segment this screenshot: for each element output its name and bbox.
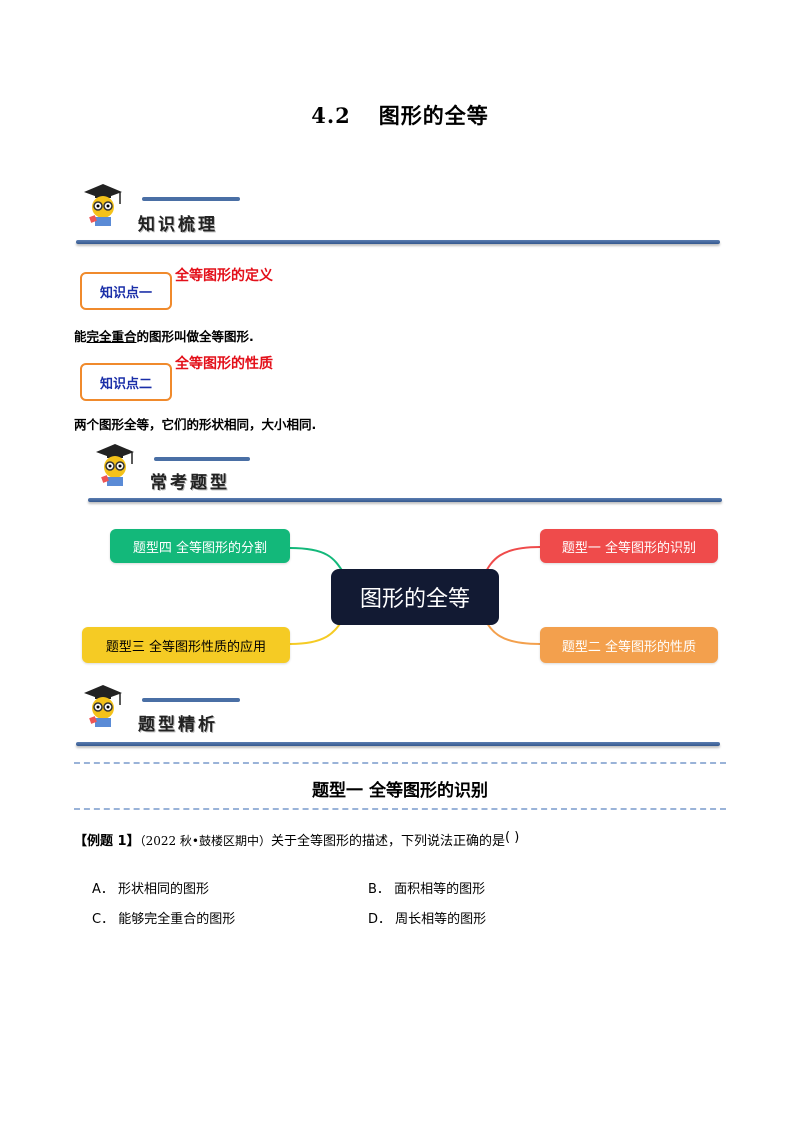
option-text: 能够完全重合的图形 (118, 912, 236, 927)
example-text: 关于全等图形的描述，下列说法正确的是 (271, 834, 506, 849)
section-divider (76, 240, 720, 244)
knowledge-point-badge: 知识点二 (80, 363, 172, 401)
mindmap-node-type-2: 题型二 全等图形的性质 (540, 627, 718, 663)
mindmap-node-type-1: 题型一 全等图形的识别 (540, 529, 718, 563)
option-b: B． 面积相等的图形 (368, 878, 485, 897)
knowledge-point-heading: 全等图形的性质 (175, 356, 273, 372)
dashed-divider (74, 808, 726, 810)
title-text: 图形的全等 (378, 103, 489, 128)
mindmap-node-type-3: 题型三 全等图形性质的应用 (82, 627, 290, 663)
knowledge-point-text: 两个图形全等，它们的形状相同，大小相同. (74, 417, 317, 432)
text-segment: 能 (74, 329, 87, 344)
knowledge-point-badge: 知识点一 (80, 272, 172, 310)
option-text: 形状相同的图形 (118, 882, 210, 897)
example-label: 【例题 1】 (74, 834, 140, 849)
option-letter: B． (368, 882, 390, 897)
knowledge-point-heading: 全等图形的定义 (175, 268, 273, 284)
mascot-icon (92, 440, 138, 490)
option-letter: D． (368, 912, 392, 927)
answer-blank: ( ) (505, 830, 520, 845)
dashed-divider (74, 762, 726, 764)
section-accent (142, 197, 240, 201)
section-number: 4.2 (311, 103, 351, 128)
section-heading-analysis: 题型精析 (138, 715, 218, 735)
example-source: （2022 秋•鼓楼区期中） (139, 834, 272, 848)
example-question: 【例题 1】（2022 秋•鼓楼区期中）关于全等图形的描述，下列说法正确的是( … (74, 830, 519, 849)
option-letter: C． (92, 912, 115, 927)
option-letter: A． (92, 882, 114, 897)
option-d: D． 周长相等的图形 (368, 908, 486, 927)
section-accent (154, 457, 250, 461)
option-a: A． 形状相同的图形 (92, 878, 209, 897)
option-text: 周长相等的图形 (395, 912, 487, 927)
text-segment: 的图形叫做全等图形. (136, 329, 254, 344)
section-divider (88, 498, 722, 502)
mindmap-center: 图形的全等 (331, 569, 499, 625)
section-accent (142, 698, 240, 702)
section-heading-common: 常考题型 (150, 473, 230, 493)
page-title: 4.2 图形的全等 (0, 100, 800, 130)
option-c: C． 能够完全重合的图形 (92, 908, 235, 927)
question-type-title: 题型一 全等图形的识别 (312, 781, 488, 801)
knowledge-point-text: 能完全重合的图形叫做全等图形. (74, 326, 254, 345)
underlined-text: 完全重合 (86, 329, 137, 344)
section-divider (76, 742, 720, 746)
mindmap-node-type-4: 题型四 全等图形的分割 (110, 529, 290, 563)
section-heading-knowledge: 知识梳理 (138, 215, 218, 235)
option-text: 面积相等的图形 (394, 882, 486, 897)
mascot-icon (80, 681, 126, 731)
mascot-icon (80, 180, 126, 230)
